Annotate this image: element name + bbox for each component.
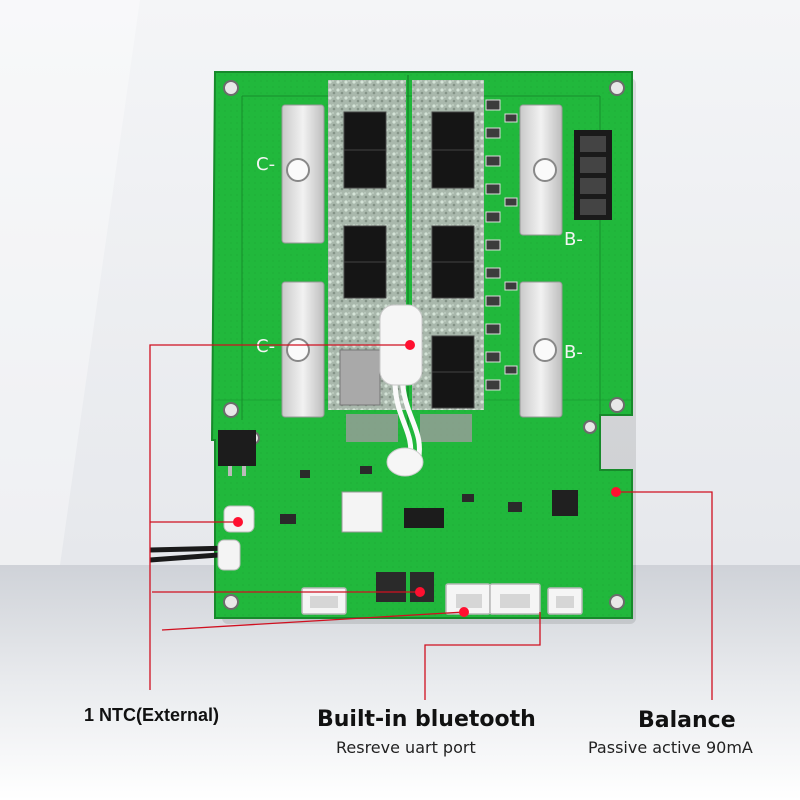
silk-c-top: C- bbox=[256, 154, 275, 175]
marker-dots bbox=[233, 340, 621, 617]
silk-b-top: B- bbox=[564, 229, 583, 250]
balance-callout-title: Balance bbox=[638, 708, 736, 733]
ntc-callout-title: 1 NTC(External) bbox=[84, 705, 220, 725]
bluetooth-callout-title: Built-in bluetooth bbox=[317, 707, 536, 732]
bluetooth-callout-subtitle: Resreve uart port bbox=[336, 738, 476, 757]
balance-callout-subtitle: Passive active 90mA bbox=[588, 738, 753, 757]
leader-lines bbox=[149, 344, 713, 700]
silk-b-mid: B- bbox=[564, 342, 583, 363]
pcb-board: C- C- B- B- bbox=[149, 71, 633, 619]
silk-c-mid: C- bbox=[256, 336, 275, 357]
